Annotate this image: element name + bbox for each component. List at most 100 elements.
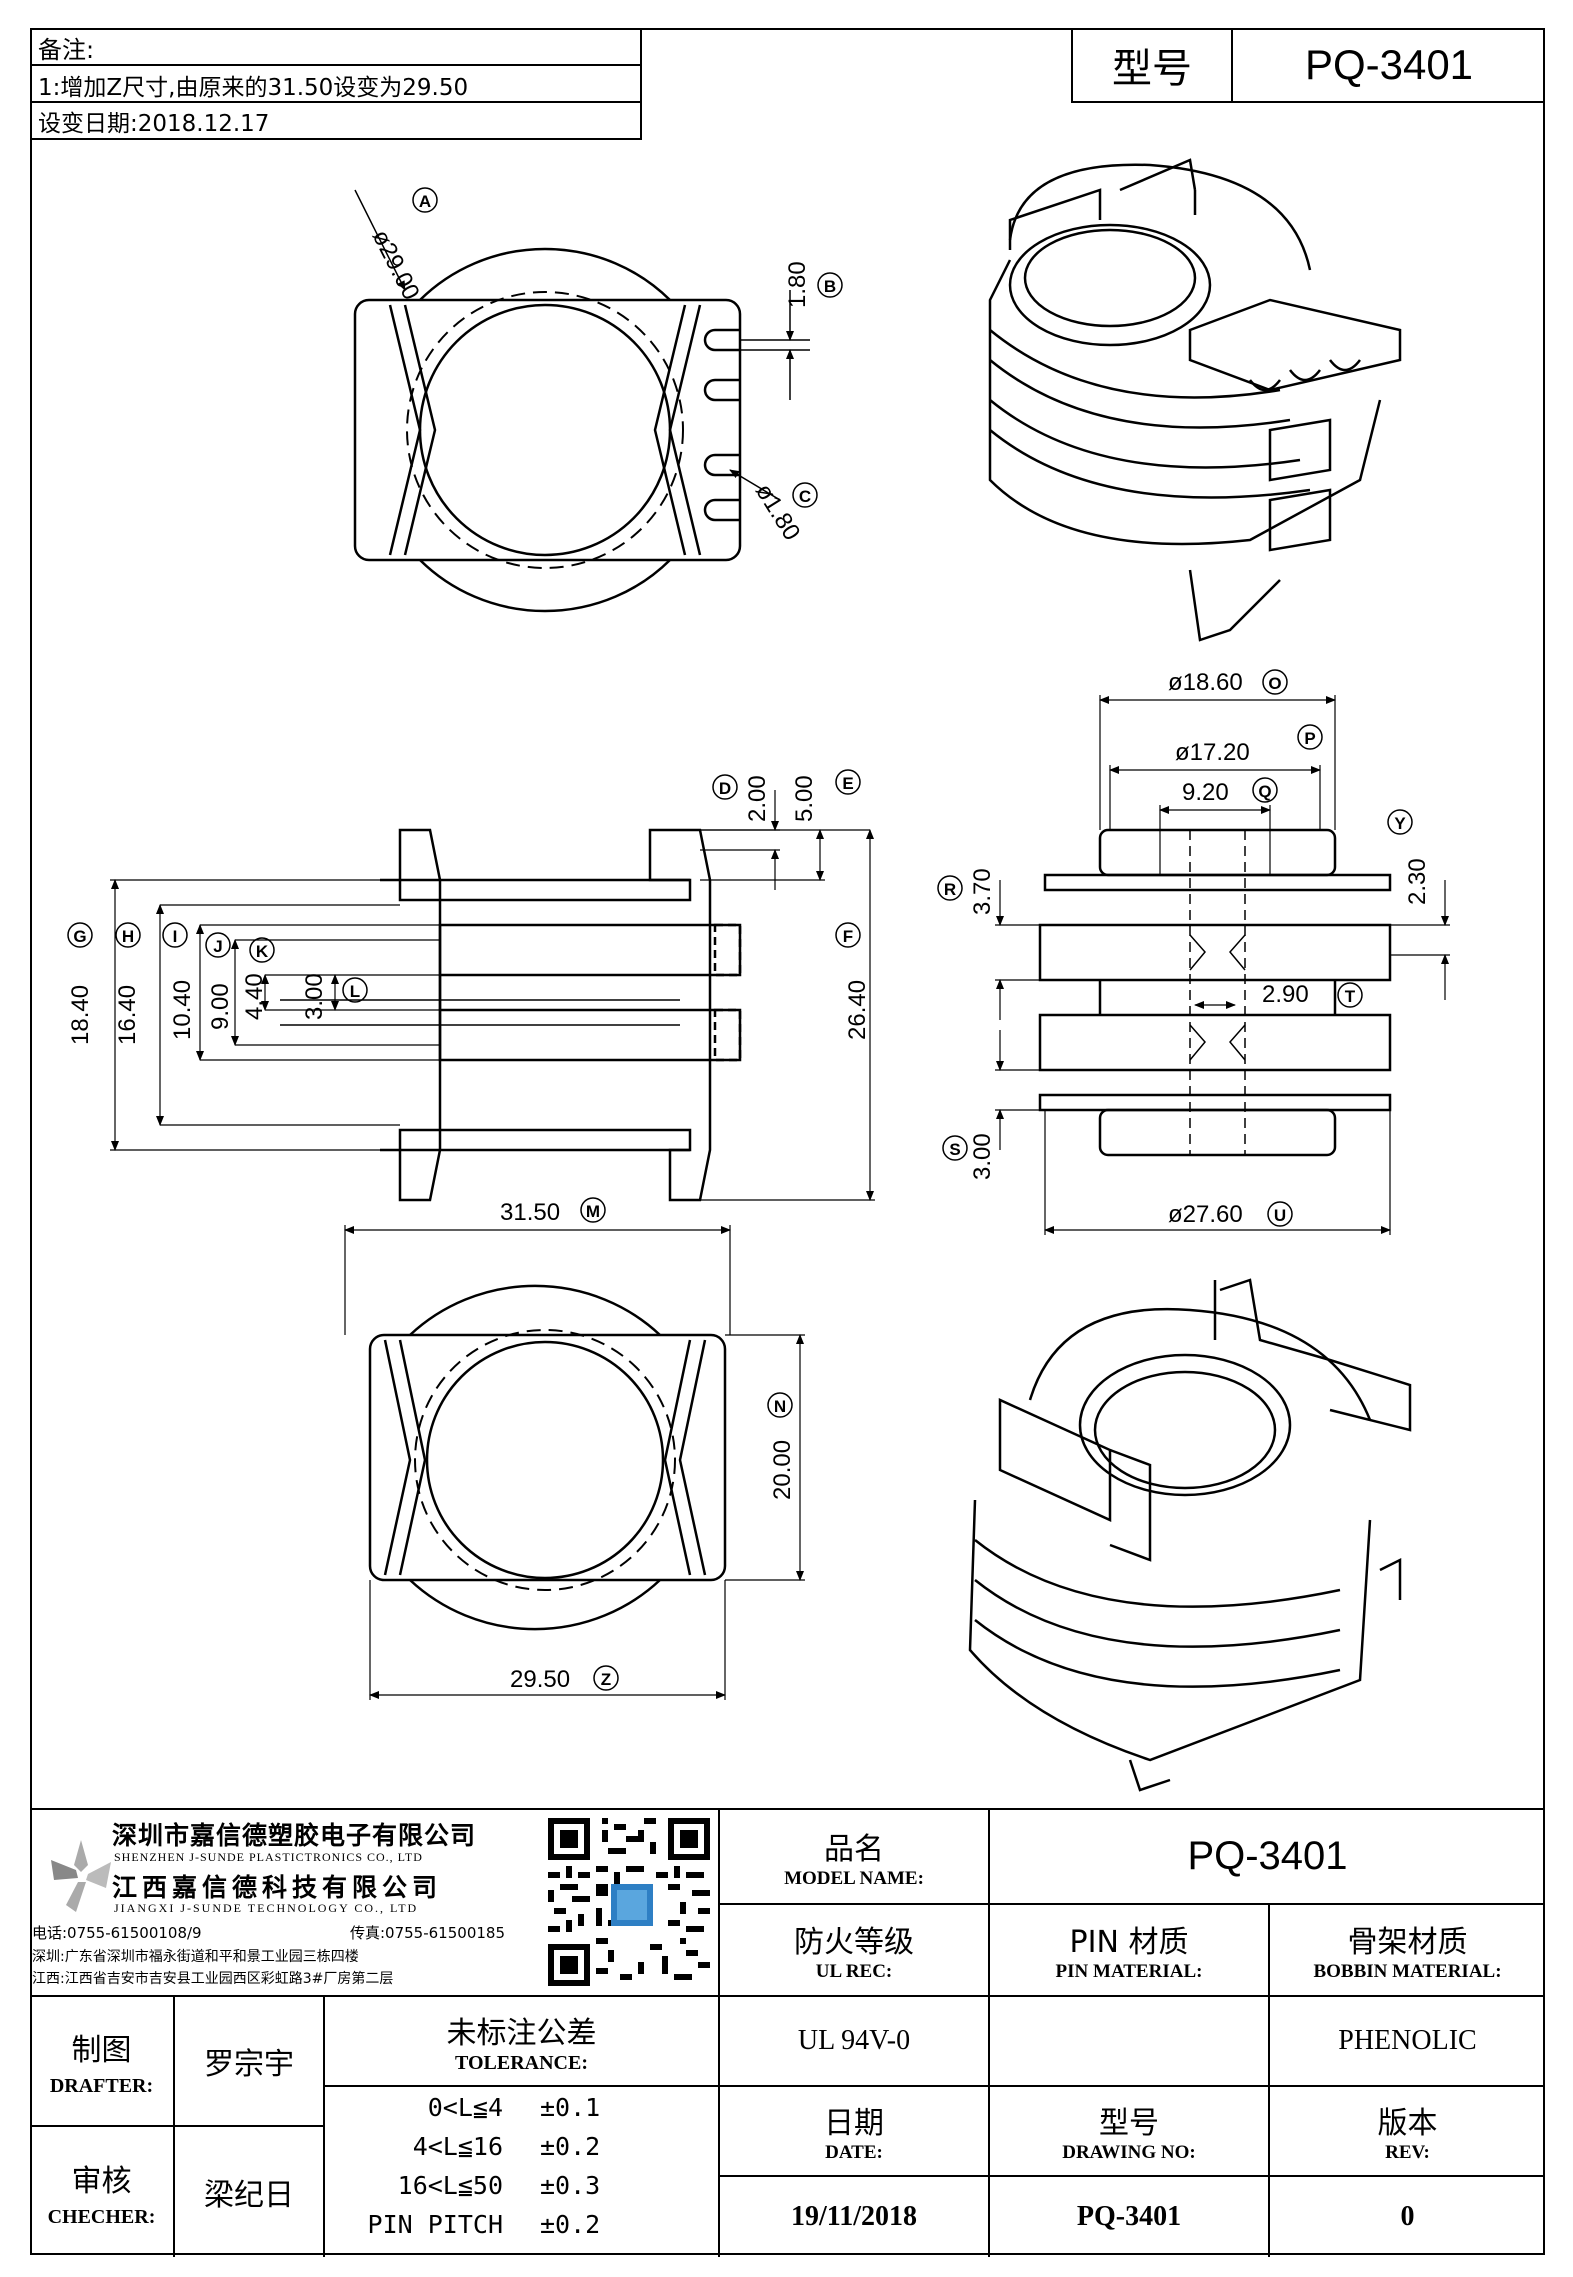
tol-value-2: ±0.3 bbox=[540, 2171, 601, 2200]
dim-N: 20.00 bbox=[769, 1440, 796, 1500]
dim-K: 4.40 bbox=[241, 973, 268, 1020]
tol-range-1: 4<L≦16 bbox=[412, 2132, 503, 2161]
pin-value bbox=[990, 1997, 1270, 2087]
pin-en: PIN MATERIAL: bbox=[1055, 1961, 1203, 1982]
bobbin-cn: 骨架材质 bbox=[1347, 1925, 1468, 1960]
rev-cn: 版本 bbox=[1377, 2106, 1438, 2141]
dim-C: ø1.80 bbox=[750, 479, 805, 545]
notes-line-1: 1:增加Z尺寸,由原来的31.50设变为29.50 bbox=[38, 75, 469, 101]
iso-view-top bbox=[988, 158, 1402, 642]
marker-F: F bbox=[843, 927, 853, 946]
dim-H: 16.40 bbox=[114, 985, 141, 1045]
iso-view-bottom bbox=[968, 1278, 1412, 1792]
dim-Y: 2.30 bbox=[1404, 858, 1431, 905]
marker-O: O bbox=[1268, 674, 1281, 693]
drafter-cn: 制图 bbox=[71, 2032, 132, 2068]
company-addr-jx: 江西:江西省吉安市吉安县工业园西区彩虹路3#厂房第二层 bbox=[32, 1971, 394, 1987]
date-value: 19/11/2018 bbox=[720, 2177, 990, 2257]
front-view bbox=[1038, 828, 1392, 1157]
marker-S: S bbox=[949, 1140, 960, 1159]
ul-label: 防火等级 UL REC: bbox=[720, 1905, 990, 1997]
pin-label: PIN 材质 PIN MATERIAL: bbox=[990, 1905, 1270, 1997]
marker-M: M bbox=[586, 1202, 600, 1221]
dim-Q: 9.20 bbox=[1182, 779, 1229, 806]
marker-N: N bbox=[774, 1397, 786, 1416]
notes-line-2: 设变日期:2018.12.17 bbox=[38, 111, 270, 137]
notes-heading: 备注: bbox=[38, 36, 95, 64]
qr-code-icon bbox=[548, 1818, 710, 1986]
ul-value: UL 94V-0 bbox=[720, 1997, 990, 2087]
company-name-sz: 深圳市嘉信德塑胶电子有限公司 bbox=[112, 1821, 477, 1850]
technical-drawing: ø29.00 A 1.80 B ø1.80 C bbox=[67, 158, 1450, 1792]
drafter-value: 罗宗宇 bbox=[175, 1997, 325, 2127]
dim-E: 5.00 bbox=[791, 775, 818, 822]
dim-O: ø18.60 bbox=[1168, 669, 1243, 696]
marker-T: T bbox=[1345, 987, 1356, 1006]
dim-L: 3.00 bbox=[301, 973, 328, 1020]
marker-A: A bbox=[419, 192, 431, 211]
marker-L: L bbox=[350, 982, 360, 1001]
marker-G: G bbox=[73, 927, 86, 946]
bottom-view bbox=[368, 1284, 727, 1631]
marker-I: I bbox=[173, 927, 178, 946]
side-view bbox=[280, 828, 742, 1202]
rev-en: REV: bbox=[1385, 2142, 1430, 2163]
tol-range-2: 16<L≦50 bbox=[397, 2171, 503, 2200]
rev-label: 版本 REV: bbox=[1270, 2087, 1545, 2177]
checker-cn: 审核 bbox=[71, 2163, 132, 2199]
notes-divider-1 bbox=[30, 64, 640, 66]
marker-E: E bbox=[842, 774, 853, 793]
dim-M: 31.50 bbox=[500, 1199, 560, 1226]
outer-frame bbox=[30, 28, 1545, 2255]
dim-P: ø17.20 bbox=[1175, 739, 1250, 766]
model-name-value: PQ-3401 bbox=[990, 1810, 1545, 1905]
tolerance-rows: 0<L≦4 ±0.1 4<L≦16 ±0.2 16<L≦50 ±0.3 PIN … bbox=[325, 2087, 720, 2257]
title-block: 深圳市嘉信德塑胶电子有限公司 SHENZHEN J-SUNDE PLASTICT… bbox=[30, 1808, 1545, 2257]
marker-C: C bbox=[799, 487, 811, 506]
tolerance-cn: 未标注公差 bbox=[446, 2015, 597, 2051]
bobbin-label: 骨架材质 BOBBIN MATERIAL: bbox=[1270, 1905, 1545, 1997]
marker-H: H bbox=[122, 927, 134, 946]
model-box: 型号 PQ-3401 bbox=[1071, 28, 1545, 103]
tol-value-3: ±0.2 bbox=[540, 2210, 601, 2239]
notes-divider-2 bbox=[30, 101, 640, 103]
checker-en: CHECHER: bbox=[47, 2205, 156, 2228]
drawing-cn: 型号 bbox=[1099, 2106, 1159, 2141]
rev-value: 0 bbox=[1400, 2201, 1415, 2232]
bobbin-en: BOBBIN MATERIAL: bbox=[1313, 1961, 1502, 1982]
marker-D: D bbox=[719, 779, 731, 798]
tol-range-3: PIN PITCH bbox=[367, 2210, 503, 2239]
company-tel: 电话:0755-61500108/9 bbox=[32, 1924, 202, 1942]
dim-I: 10.40 bbox=[169, 980, 196, 1040]
marker-R: R bbox=[944, 880, 956, 899]
tol-range-0: 0<L≦4 bbox=[427, 2093, 503, 2122]
marker-B: B bbox=[824, 277, 836, 296]
drafter-en: DRAFTER: bbox=[49, 2074, 154, 2097]
marker-K: K bbox=[256, 942, 269, 961]
notes-box: 备注: 1:增加Z尺寸,由原来的31.50设变为29.50 设变日期:2018.… bbox=[30, 28, 642, 140]
dim-U: ø27.60 bbox=[1168, 1201, 1243, 1228]
tolerance-en: TOLERANCE: bbox=[455, 2051, 588, 2074]
model-name-label: 品名 MODEL NAME: bbox=[720, 1810, 990, 1905]
pin-cn: PIN 材质 bbox=[1069, 1925, 1189, 1960]
marker-Q: Q bbox=[1258, 782, 1271, 801]
tol-value-1: ±0.2 bbox=[540, 2132, 601, 2161]
dim-A: ø29.00 bbox=[367, 225, 425, 304]
date-cn: 日期 bbox=[824, 2106, 884, 2141]
model-box-label: 型号 bbox=[1073, 28, 1233, 101]
drawing-label: 型号 DRAWING NO: bbox=[990, 2087, 1270, 2177]
date-label: 日期 DATE: bbox=[720, 2087, 990, 2177]
drafter-label: 制图 DRAFTER: bbox=[30, 1997, 175, 2127]
ul-cn: 防火等级 bbox=[794, 1925, 914, 1960]
drawing-en: DRAWING NO: bbox=[1062, 2142, 1196, 2163]
company-name-jx: 江西嘉信德科技有限公司 bbox=[112, 1873, 443, 1902]
marker-Z: Z bbox=[601, 1670, 611, 1689]
model-name-cn: 品名 bbox=[824, 1831, 884, 1867]
company-logo-icon bbox=[51, 1840, 111, 1912]
ul-en: UL REC: bbox=[815, 1961, 893, 1982]
dim-J: 9.00 bbox=[207, 983, 234, 1030]
tolerance-header: 未标注公差 TOLERANCE: bbox=[325, 1997, 720, 2087]
tol-value-0: ±0.1 bbox=[540, 2093, 601, 2122]
model-box-value: PQ-3401 bbox=[1304, 40, 1474, 88]
dim-R: 3.70 bbox=[969, 868, 996, 915]
